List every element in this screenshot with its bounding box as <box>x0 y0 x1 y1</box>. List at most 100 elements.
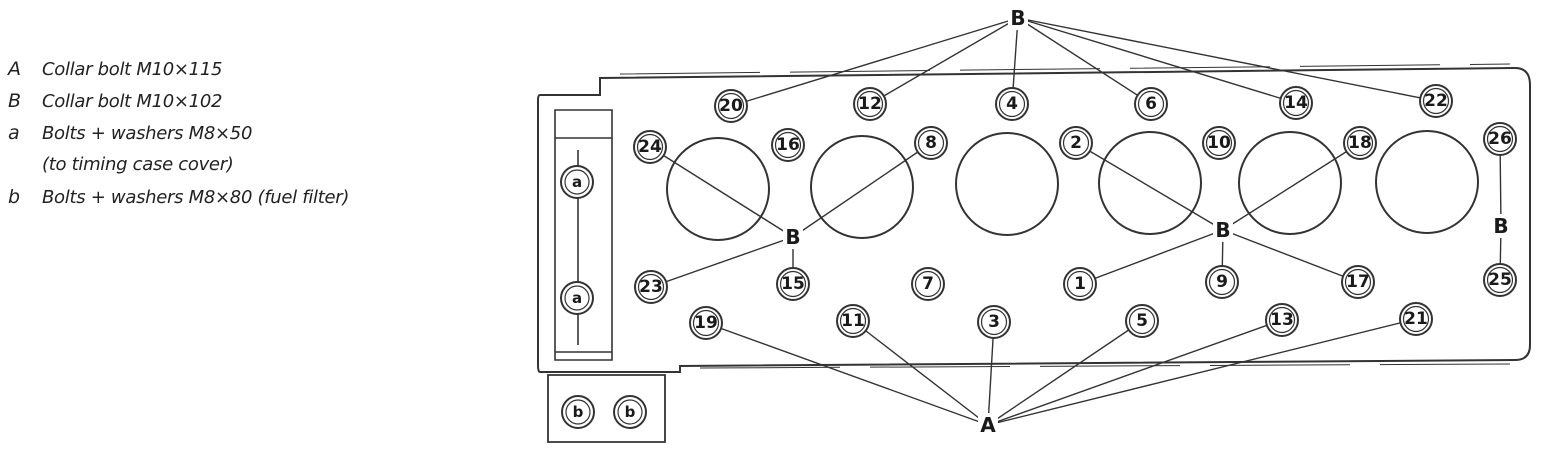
bolt-marker: 9 <box>1205 265 1239 299</box>
bolt-marker: 3 <box>977 305 1011 339</box>
bolt-marker: 19 <box>689 306 723 340</box>
bolt-marker: 20 <box>714 89 748 123</box>
bolt-number: 10 <box>1207 133 1231 153</box>
bolt-circle-inner <box>637 273 665 301</box>
bolt-circle-inner <box>839 307 867 335</box>
bolt-marker: 22 <box>1419 84 1453 118</box>
legend-key: a <box>8 122 20 144</box>
leader-line <box>792 142 932 238</box>
leader-line <box>730 17 1019 107</box>
bolt-circle-outer <box>771 128 805 162</box>
cylinder-bores <box>666 130 1479 241</box>
bolt-number: 3 <box>988 312 1000 332</box>
hub-label: B <box>1010 6 1025 30</box>
leader-line <box>650 236 794 288</box>
bolt-number: 14 <box>1284 93 1308 113</box>
bolt-circle-inner <box>1062 129 1090 157</box>
bolt-marker: 5 <box>1125 304 1159 338</box>
bolt-circle-inner <box>1486 266 1514 294</box>
leader-line <box>705 322 989 426</box>
bolt-marker: 18 <box>1343 126 1377 160</box>
legend-row: (to timing case cover) <box>8 154 478 186</box>
legend-text: Bolts + washers M8×80 (fuel filter) <box>42 187 350 208</box>
bolt-circle-inner <box>564 169 590 195</box>
bolt-number: 12 <box>858 94 882 114</box>
leader-line <box>1222 229 1359 283</box>
legend-text: (to timing case cover) <box>42 154 234 175</box>
legend-key: A <box>8 58 21 80</box>
fuel-filter-bracket <box>547 374 666 443</box>
bolt-marker: 17 <box>1341 265 1375 299</box>
bolt-circle-inner <box>1205 129 1233 157</box>
legend-row: A Collar bolt M10×115 <box>8 58 478 90</box>
head-outline <box>537 66 1531 373</box>
bolt-number: 26 <box>1488 129 1512 149</box>
bolt-circle-inner <box>636 133 664 161</box>
bolt-circle-inner <box>980 308 1008 336</box>
bolt-circle-inner <box>1344 268 1372 296</box>
hub-label: B <box>1215 218 1230 242</box>
bolt-circle-outer <box>613 395 647 429</box>
bolt-circle-inner <box>717 92 745 120</box>
cylinder-bore <box>955 132 1059 236</box>
bolt-circle-inner <box>1066 270 1094 298</box>
bolt-number: 15 <box>781 274 805 294</box>
bolt-circle-outer <box>776 267 810 301</box>
leader-line <box>987 318 1417 426</box>
bolt-circle-outer <box>634 270 668 304</box>
bolt-circle-outer <box>853 87 887 121</box>
bolt-number: 19 <box>694 313 718 333</box>
side-bolt-letter: a <box>572 289 582 307</box>
bolt-number: 18 <box>1348 133 1372 153</box>
bolt-marker: 25 <box>1483 263 1517 297</box>
bolt-circle-outer <box>995 87 1029 121</box>
side-bolt-letter: b <box>573 403 584 421</box>
bolt-number: 17 <box>1346 272 1370 292</box>
legend-row: a Bolts + washers M8×50 <box>8 122 478 154</box>
bolt-circle-outer <box>1134 87 1168 121</box>
leader-line <box>649 146 794 238</box>
cylinder-bore <box>810 135 914 239</box>
bolt-circle-inner <box>779 270 807 298</box>
bolt-number: 1 <box>1074 274 1086 294</box>
bolt-circle-outer <box>1125 304 1159 338</box>
side-bolt-marker: a <box>560 165 594 199</box>
bolt-circle-outer <box>1399 302 1433 336</box>
bolt-circle-outer <box>1205 265 1239 299</box>
bolt-marker: 6 <box>1134 87 1168 121</box>
bolt-circle-outer <box>1341 265 1375 299</box>
bolt-circle-inner <box>856 90 884 118</box>
bolt-circle-outer <box>911 267 945 301</box>
bolt-circle-inner <box>1346 129 1374 157</box>
leader-line <box>1017 17 1437 102</box>
side-bolt-marker: b <box>561 395 595 429</box>
bolt-circle-outer <box>1059 126 1093 160</box>
hub-backdrop <box>1213 218 1233 242</box>
leader-line <box>1222 142 1361 231</box>
hub-backdrop <box>783 225 803 249</box>
legend-text: Bolts + washers M8×50 <box>42 123 253 144</box>
hub-label: A <box>980 413 996 437</box>
side-bolt-letter: a <box>572 173 582 191</box>
bolt-number: 16 <box>776 135 800 155</box>
bolt-number: 2 <box>1070 133 1082 153</box>
bolt-circle-outer <box>561 395 595 429</box>
leader-line <box>1079 229 1224 285</box>
bolt-number: 23 <box>639 277 663 297</box>
bolt-marker: 10 <box>1202 126 1236 160</box>
bolt-marker: 7 <box>911 267 945 301</box>
bolt-circle-outer <box>633 130 667 164</box>
bolt-circle-inner <box>998 90 1026 118</box>
bolt-marker: 26 <box>1483 122 1517 156</box>
bolt-marker: 12 <box>853 87 887 121</box>
bolt-marker: 8 <box>914 126 948 160</box>
leader-line <box>987 321 995 426</box>
legend-text: Collar bolt M10×115 <box>42 59 223 80</box>
timing-case-flange <box>554 109 613 361</box>
bolt-marker: 13 <box>1265 303 1299 337</box>
bolt-marker: 15 <box>776 267 810 301</box>
bolt-number: 8 <box>925 133 937 153</box>
bolt-circle-inner <box>564 285 590 311</box>
bolt-circle-inner <box>692 309 720 337</box>
